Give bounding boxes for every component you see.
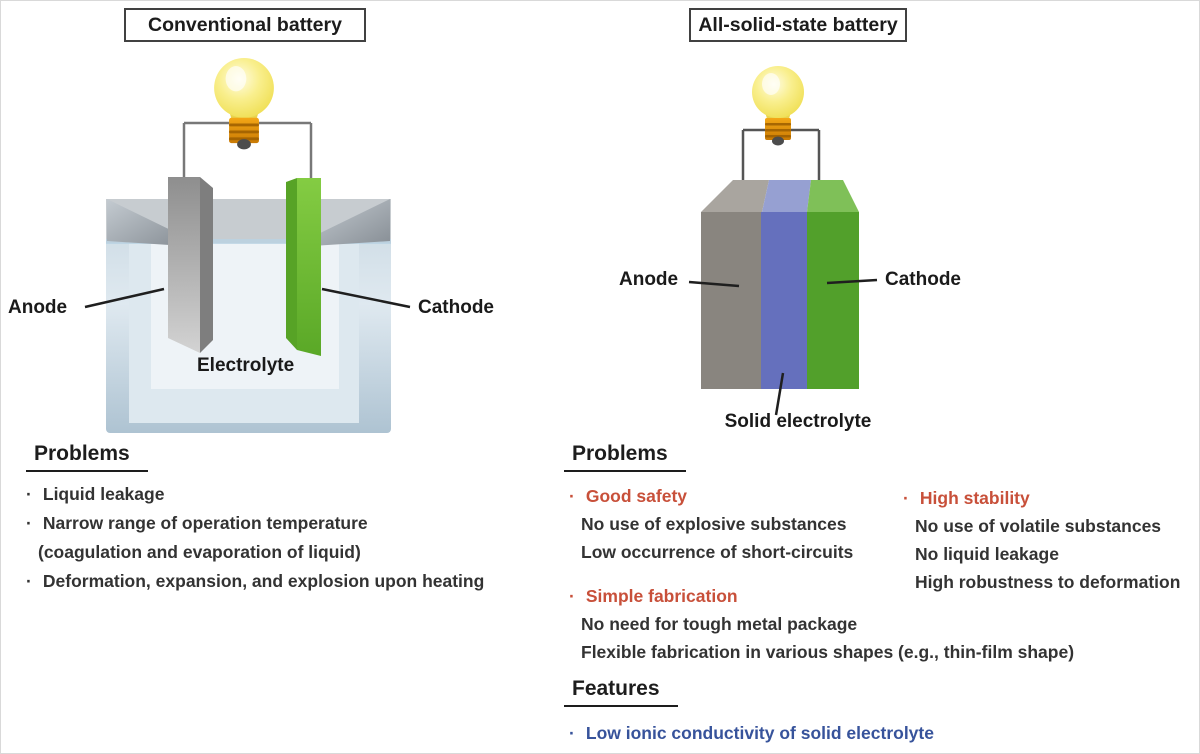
- list-item: No use of volatile substances: [903, 512, 1180, 540]
- conventional-problems-section: Problems · Liquid leakage · Narrow range…: [26, 442, 571, 596]
- list-item: · Narrow range of operation temperature: [26, 509, 571, 538]
- all-solid-state-battery-diagram: [688, 66, 878, 416]
- problems-heading-left: Problems: [26, 442, 148, 472]
- all-solid-state-battery-title: All-solid-state battery: [689, 8, 907, 42]
- left-anode-label: Anode: [8, 297, 68, 318]
- list-item: Low occurrence of short-circuits: [569, 538, 1074, 566]
- list-item-text: No liquid leakage: [915, 544, 1059, 564]
- list-item: No need for tough metal package: [569, 610, 1074, 638]
- label-pointer-line: [688, 278, 878, 416]
- list-item-text: Liquid leakage: [42, 484, 165, 504]
- light-bulb-icon: [214, 58, 274, 150]
- advantage-group: · Good safety No use of explosive substa…: [569, 482, 1074, 566]
- bullet-icon: ·: [903, 488, 909, 508]
- advantage-title: · High stability: [903, 484, 1180, 512]
- advantage-title-text: Simple fabrication: [585, 586, 738, 606]
- list-item-text: Flexible fabrication in various shapes (…: [581, 642, 1075, 662]
- bullet-icon: ·: [569, 486, 575, 506]
- right-cathode-label: Cathode: [885, 269, 961, 290]
- solid-electrolyte-layer: [761, 212, 807, 389]
- list-item-text: High robustness to deformation: [915, 572, 1181, 592]
- light-bulb-icon: [752, 66, 804, 146]
- advantage-title: · Good safety: [569, 482, 1074, 510]
- list-item: Flexible fabrication in various shapes (…: [569, 638, 1074, 666]
- list-item-text: (coagulation and evaporation of liquid): [38, 542, 361, 562]
- feature-item-text: Low ionic conductivity of solid electrol…: [585, 723, 934, 743]
- label-pointer-line: [84, 287, 411, 309]
- anode-electrode: [168, 177, 213, 353]
- bullet-icon: ·: [26, 571, 32, 591]
- advantage-title-text: Good safety: [585, 486, 688, 506]
- list-item-text: Narrow range of operation temperature: [42, 513, 368, 533]
- advantage-group: · Simple fabrication No need for tough m…: [569, 582, 1074, 666]
- feature-item: · Low ionic conductivity of solid electr…: [569, 719, 934, 748]
- list-item: · Liquid leakage: [26, 480, 571, 509]
- problems-heading-right: Problems: [564, 442, 686, 472]
- list-item: No use of explosive substances: [569, 510, 1074, 538]
- list-item-text: Deformation, expansion, and explosion up…: [42, 571, 485, 591]
- bullet-icon: ·: [26, 513, 32, 533]
- advantages-column-1: · Good safety No use of explosive substa…: [569, 482, 1074, 682]
- solid-electrolyte-label: Solid electrolyte: [724, 411, 872, 432]
- bullet-icon: ·: [569, 586, 575, 606]
- left-cathode-label: Cathode: [418, 297, 494, 318]
- list-item-text: No need for tough metal package: [581, 614, 858, 634]
- cathode-electrode: [286, 178, 321, 356]
- anode-layer: [701, 212, 761, 389]
- battery-block-top: [701, 180, 859, 212]
- list-item-text: No use of volatile substances: [915, 516, 1162, 536]
- right-anode-label: Anode: [619, 269, 679, 290]
- list-item: No liquid leakage: [903, 540, 1180, 568]
- list-item-sub: (coagulation and evaporation of liquid): [26, 538, 571, 567]
- conventional-battery-title: Conventional battery: [124, 8, 366, 42]
- features-heading: Features: [564, 677, 678, 707]
- advantages-column-2: · High stability No use of volatile subs…: [903, 484, 1180, 596]
- features-list: · Low ionic conductivity of solid electr…: [569, 719, 934, 748]
- advantage-title: · Simple fabrication: [569, 582, 1074, 610]
- conventional-battery-diagram: [84, 58, 411, 433]
- list-item-text: Low occurrence of short-circuits: [581, 542, 854, 562]
- problems-list-left: · Liquid leakage · Narrow range of opera…: [26, 480, 571, 596]
- list-item: · Deformation, expansion, and explosion …: [26, 567, 571, 596]
- list-item-text: No use of explosive substances: [581, 514, 847, 534]
- advantage-title-text: High stability: [919, 488, 1030, 508]
- cathode-layer: [807, 212, 859, 389]
- electrolyte-tank: [106, 199, 391, 433]
- bullet-icon: ·: [569, 723, 575, 743]
- bullet-icon: ·: [26, 484, 32, 504]
- list-item: High robustness to deformation: [903, 568, 1180, 596]
- electrolyte-label: Electrolyte: [197, 355, 295, 376]
